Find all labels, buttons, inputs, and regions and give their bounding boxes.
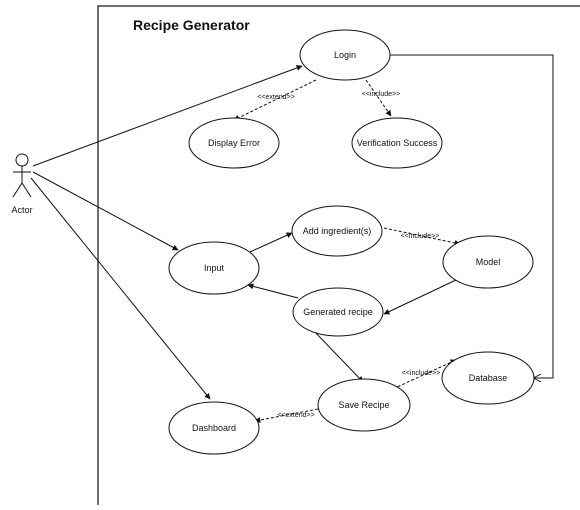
stereo-extend-dashboard: <<extend>>	[277, 412, 314, 419]
use-case-verification-success: Verification Success	[351, 117, 443, 169]
rel-include-login	[365, 79, 392, 117]
stereo-extend-login: <<extend>>	[257, 94, 294, 101]
use-case-model-label: Model	[476, 257, 501, 267]
use-case-database: Database	[441, 351, 535, 405]
use-case-add-ingredients: Add ingredient(s)	[291, 205, 383, 257]
use-case-login: Login	[299, 29, 391, 81]
use-case-display-error-label: Display Error	[208, 138, 260, 148]
use-case-verification-success-label: Verification Success	[357, 138, 438, 148]
rel-include-database	[383, 359, 457, 394]
stereo-include-database: <<include>>	[402, 370, 441, 377]
rel-extend-login	[233, 79, 317, 121]
use-case-dashboard: Dashboard	[168, 401, 260, 455]
assoc-login-database	[383, 54, 554, 378]
actor-head	[15, 153, 29, 167]
use-case-input: Input	[168, 241, 260, 295]
use-case-dashboard-label: Dashboard	[192, 423, 236, 433]
use-case-save-recipe-label: Save Recipe	[338, 400, 389, 410]
assoc-actor-input	[32, 171, 179, 251]
actor-label: Actor	[11, 205, 32, 215]
flow-model-generated-recipe	[383, 279, 457, 315]
flow-generated-recipe-input	[247, 283, 299, 299]
actor-leg-left	[12, 182, 23, 198]
use-case-model: Model	[442, 235, 534, 289]
stereo-include-login: <<include>>	[362, 91, 401, 98]
actor: Actor	[11, 153, 33, 215]
actor-leg-right	[21, 182, 32, 198]
assoc-actor-login	[32, 65, 303, 167]
flow-generated-recipe-save	[311, 328, 364, 383]
use-case-generated-recipe-label: Generated recipe	[303, 307, 373, 317]
use-case-database-label: Database	[469, 373, 508, 383]
system-title: Recipe Generator	[133, 17, 250, 33]
assoc-actor-dashboard	[30, 177, 211, 400]
use-case-login-label: Login	[334, 50, 356, 60]
flow-input-add-ingredients	[249, 232, 293, 253]
stereo-include-model: <<include>>	[401, 233, 440, 240]
use-case-input-label: Input	[204, 263, 225, 273]
use-case-generated-recipe: Generated recipe	[292, 287, 384, 337]
use-case-save-recipe: Save Recipe	[317, 378, 411, 432]
use-case-display-error: Display Error	[188, 117, 280, 169]
rel-extend-dashboard	[254, 408, 319, 423]
rel-include-model	[383, 227, 461, 246]
use-case-add-ingredients-label: Add ingredient(s)	[303, 226, 372, 236]
